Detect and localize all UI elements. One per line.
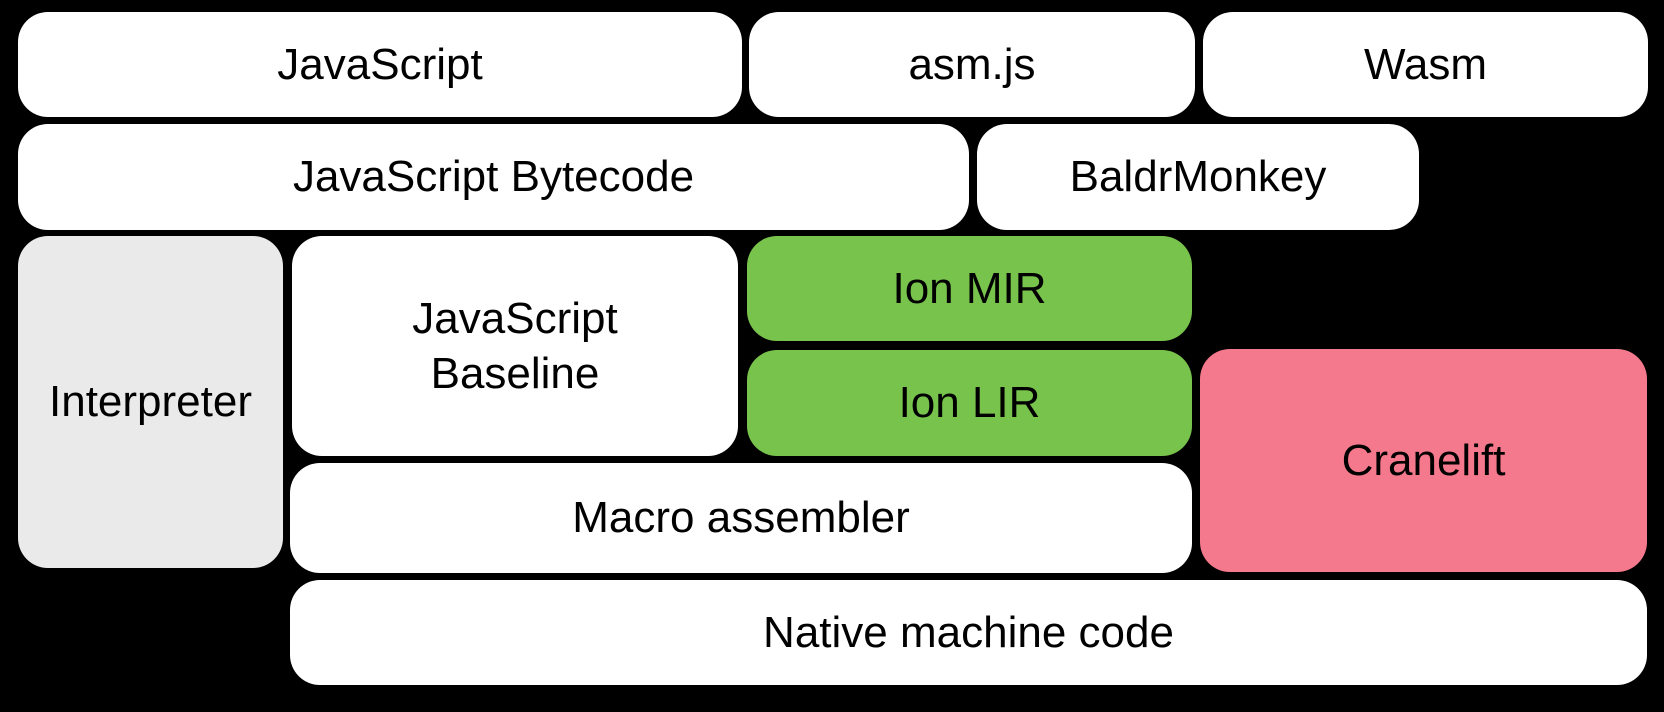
- node-asmjs: asm.js: [749, 12, 1195, 117]
- node-javascript: JavaScript: [18, 12, 742, 117]
- node-asmjs-label: asm.js: [908, 39, 1036, 89]
- node-ion-lir-label: Ion LIR: [898, 378, 1041, 428]
- node-interpreter: Interpreter: [18, 236, 283, 568]
- node-javascript-baseline-label-line1: JavaScript: [412, 293, 618, 343]
- node-ion-mir: Ion MIR: [747, 236, 1192, 341]
- node-wasm: Wasm: [1203, 12, 1648, 117]
- node-ion-mir-label: Ion MIR: [892, 263, 1047, 313]
- node-native-machine-code-label: Native machine code: [763, 607, 1174, 657]
- node-javascript-bytecode: JavaScript Bytecode: [18, 124, 969, 230]
- node-native-machine-code: Native machine code: [290, 580, 1647, 685]
- node-wasm-label: Wasm: [1363, 39, 1488, 89]
- node-cranelift: Cranelift: [1200, 349, 1647, 572]
- node-cranelift-label: Cranelift: [1341, 435, 1506, 485]
- node-macro-assembler-label: Macro assembler: [572, 493, 910, 543]
- node-baldrmonkey: BaldrMonkey: [977, 124, 1419, 230]
- node-interpreter-label: Interpreter: [49, 377, 252, 427]
- node-javascript-bytecode-label: JavaScript Bytecode: [292, 152, 695, 202]
- node-javascript-baseline-label-line2: Baseline: [430, 349, 600, 398]
- node-macro-assembler: Macro assembler: [290, 463, 1192, 573]
- node-javascript-label: JavaScript: [277, 39, 483, 89]
- node-baldrmonkey-label: BaldrMonkey: [1069, 152, 1327, 202]
- node-javascript-baseline: JavaScript Baseline: [292, 236, 738, 456]
- node-ion-lir: Ion LIR: [747, 350, 1192, 456]
